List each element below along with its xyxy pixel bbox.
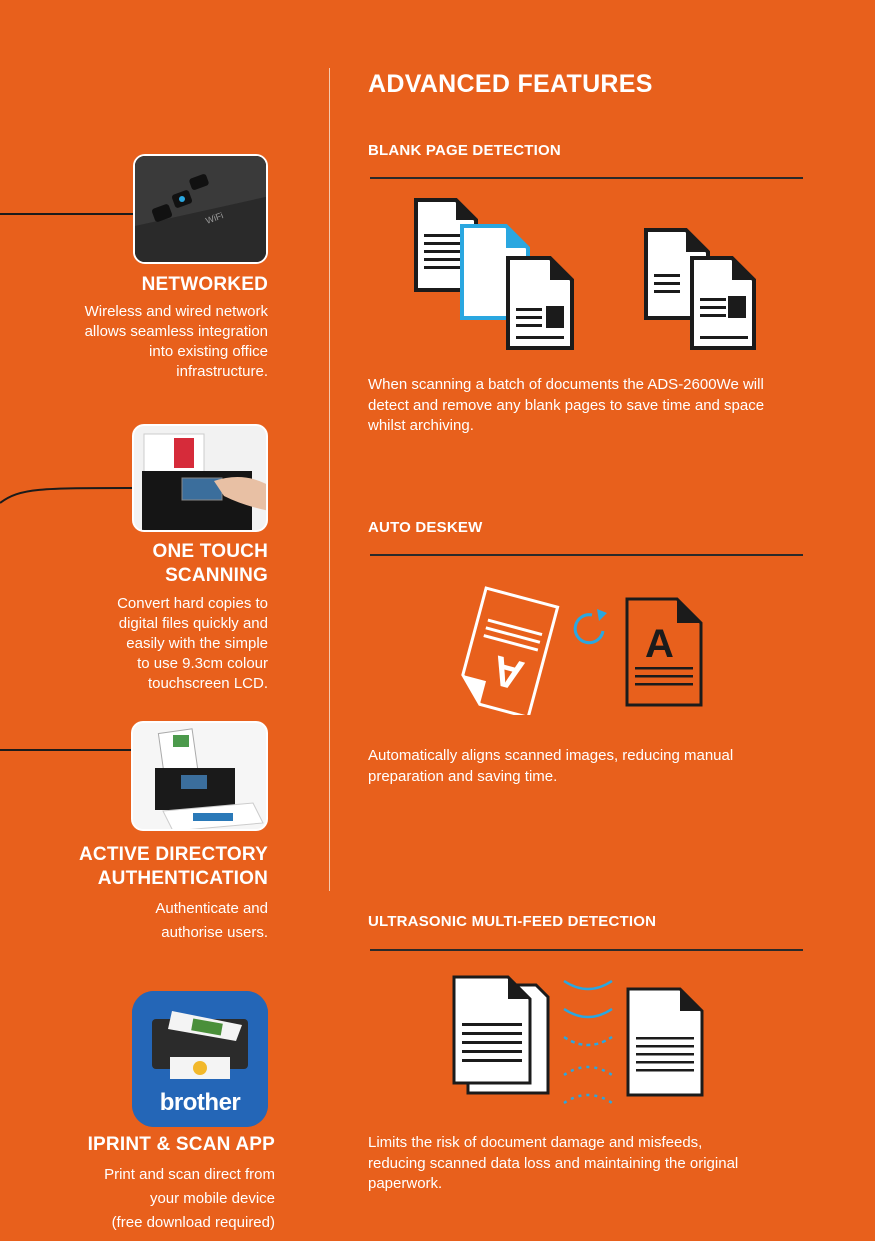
blank-page-detection-icon (414, 198, 756, 350)
page-title: ADVANCED FEATURES (368, 70, 653, 98)
section-title-auto-deskew: AUTO DESKEW (368, 519, 483, 536)
deskew-glyph-straight: A (645, 622, 674, 666)
section-title-blank-page: BLANK PAGE DETECTION (368, 142, 561, 159)
app-printer-icon (132, 991, 268, 1127)
ultrasonic-detection-icon (452, 975, 704, 1105)
section-rule (370, 949, 803, 951)
section-rule (370, 177, 803, 179)
scanner-icon (133, 723, 266, 829)
section-desc-ultrasonic: Limits the risk of document damage and m… (368, 1134, 739, 1192)
brother-logo-text: brother (159, 1089, 241, 1116)
one-touch-image (132, 424, 268, 532)
feature-title-networked: NETWORKED (141, 274, 268, 295)
section-title-ultrasonic: ULTRASONIC MULTI-FEED DETECTION (368, 913, 657, 930)
active-directory-image (131, 721, 268, 831)
scanner-control-panel-icon: WiFi (135, 156, 266, 262)
auto-deskew-icon: A A (461, 586, 703, 715)
networked-image: WiFi (133, 154, 268, 264)
section-desc-blank-page: When scanning a batch of documents the A… (368, 376, 765, 434)
feature-desc-networked: Wireless and wired network allows seamle… (84, 303, 268, 380)
connector-lines (0, 213, 135, 751)
deskew-glyph-skewed: A (487, 646, 528, 699)
feature-title-active-directory: ACTIVE DIRECTORY AUTHENTICATION (79, 844, 268, 889)
feature-desc-active-directory: Authenticate and authorise users. (155, 900, 268, 941)
feature-title-one-touch: ONE TOUCH SCANNING (152, 541, 268, 586)
feature-desc-one-touch: Convert hard copies to digital files qui… (117, 595, 268, 692)
brother-app-icon: brother (132, 991, 268, 1127)
feature-desc-iprint: Print and scan direct from your mobile d… (104, 1166, 275, 1231)
section-rule (370, 554, 803, 556)
touchscreen-scanner-icon (134, 426, 266, 530)
feature-title-iprint: IPRINT & SCAN APP (87, 1134, 275, 1155)
vertical-divider (329, 68, 330, 891)
section-desc-auto-deskew: Automatically aligns scanned images, red… (368, 747, 734, 785)
